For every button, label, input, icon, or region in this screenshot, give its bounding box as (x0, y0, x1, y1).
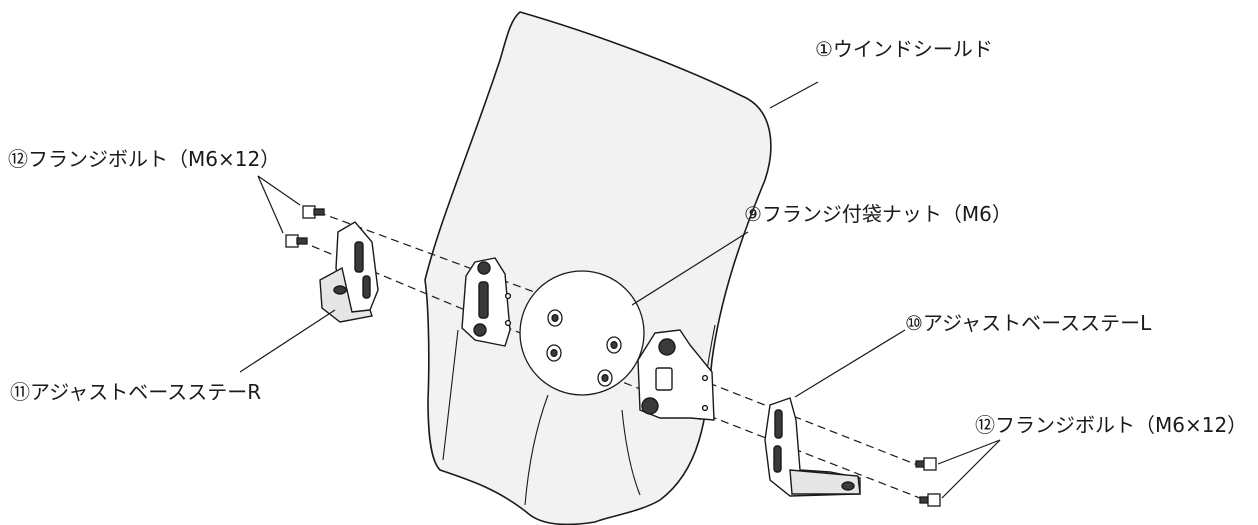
bolt-right-2 (919, 493, 941, 507)
label-adjust-base-stay-l: ⑩アジャストベースステーL (905, 311, 1152, 335)
flange-bolts-right (915, 457, 941, 507)
leader-stay-r (239, 309, 336, 373)
cap-nut-3 (606, 336, 622, 354)
label-flange-cap-nut: ⑨フランジ付袋ナット（M6） (744, 202, 1012, 226)
cap-nut-1 (547, 309, 563, 327)
bolt-left-2 (285, 234, 308, 248)
adjust-base-stay-l (764, 397, 861, 497)
cap-nut-2 (546, 344, 562, 362)
flange-cap-nuts (546, 309, 622, 387)
leader-bolt-left (257, 175, 301, 234)
leader-nut (631, 231, 749, 306)
label-flange-bolt-left: ⑫フランジボルト（M6×12） (8, 147, 281, 171)
label-windshield: ①ウインドシールド (815, 37, 993, 61)
leader-bolt-right (937, 439, 1001, 499)
leader-windshield (769, 81, 819, 109)
cap-nut-4 (597, 369, 613, 387)
adjust-plate-right (637, 329, 715, 421)
flange-bolts-left (285, 205, 325, 248)
label-adjust-base-stay-r: ⑪アジャストベースステーR (10, 380, 262, 404)
bolt-right-1 (915, 457, 937, 471)
bolt-left-1 (302, 205, 325, 219)
nut-detail-circle (519, 270, 645, 396)
adjust-base-stay-r (319, 221, 379, 323)
leader-stay-l (794, 329, 906, 398)
label-flange-bolt-right: ⑫フランジボルト（M6×12） (975, 413, 1248, 437)
adjust-plate-left (461, 257, 512, 347)
